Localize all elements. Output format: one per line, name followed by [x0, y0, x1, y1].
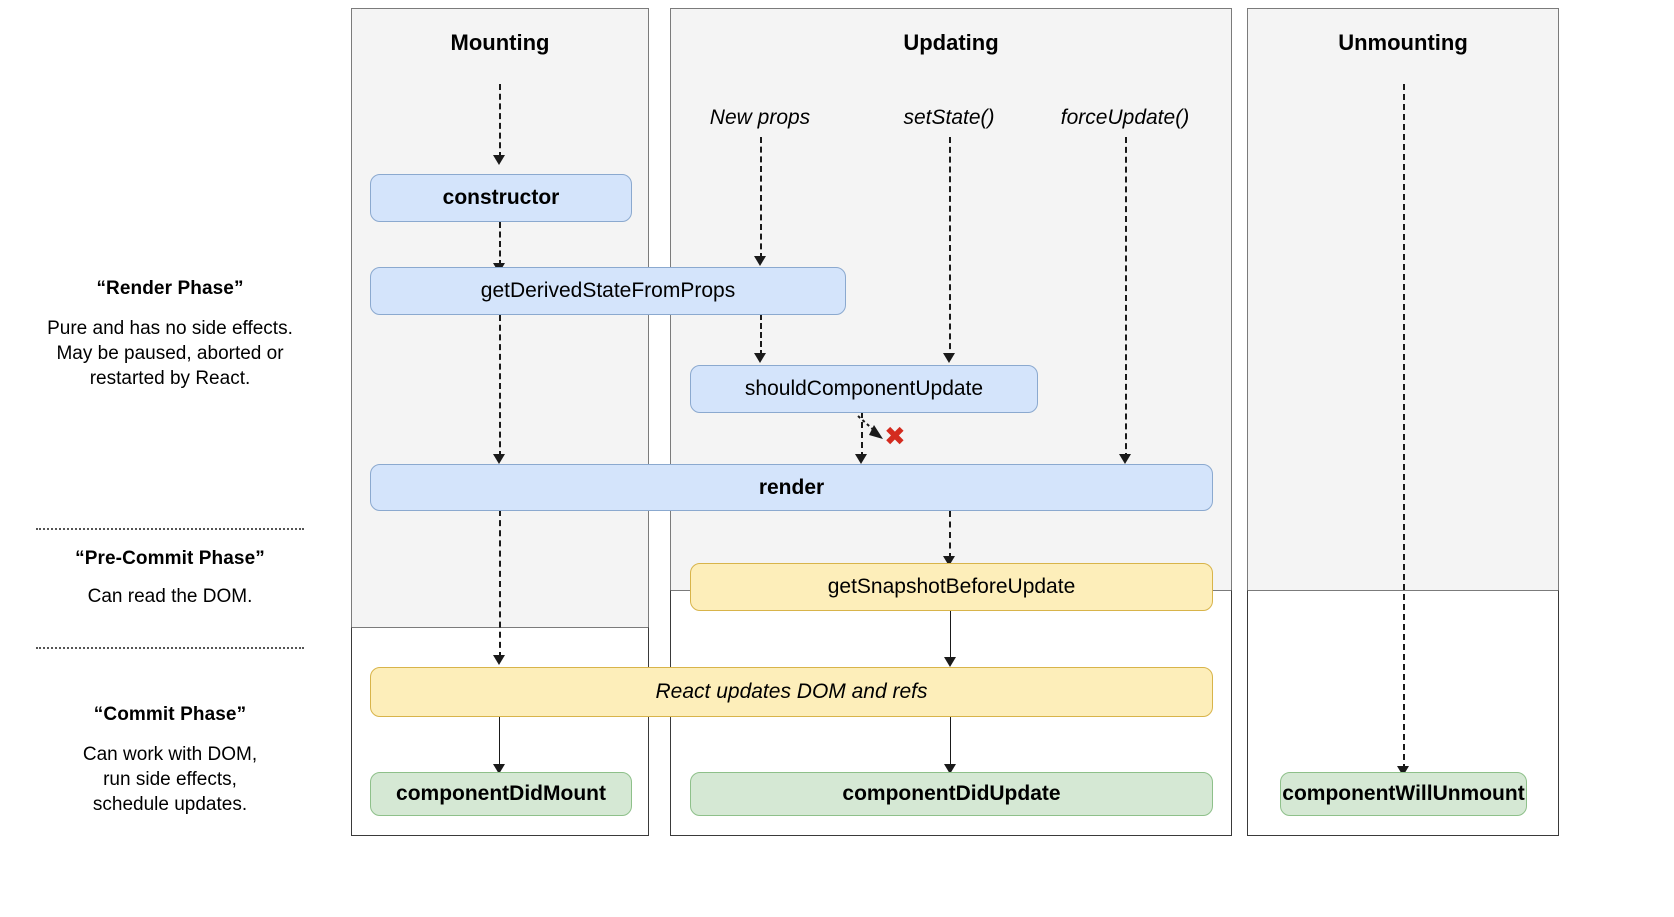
phase-description-line: May be paused, aborted or — [56, 343, 284, 364]
connector-render-to-dom-mounting — [499, 510, 501, 658]
phase-title-pre-commit: “Pre-Commit Phase” — [75, 548, 265, 569]
connector-gdsfp-to-render — [499, 315, 501, 457]
connector-scu-skip-branch — [857, 415, 883, 439]
lifecycle-box-get-derived-state-from-props[interactable]: getDerivedStateFromProps — [370, 267, 846, 315]
arrowhead-snapshot-to-dom — [944, 657, 956, 667]
trigger-force-update: forceUpdate() — [1060, 106, 1190, 129]
phase-description-line: Can read the DOM. — [87, 586, 253, 607]
phase-divider-upper — [36, 528, 304, 530]
connector-dom-to-did-mount — [499, 717, 500, 767]
phase-description-line: Pure and has no side effects. — [47, 318, 293, 339]
arrowhead-force-update — [1119, 454, 1131, 464]
phase-description-line: schedule updates. — [92, 794, 248, 815]
connector-new-props — [760, 137, 762, 259]
arrowhead-set-state — [943, 353, 955, 363]
connector-snapshot-to-dom — [950, 611, 951, 661]
column-title-mounting: Mounting — [450, 30, 550, 55]
trigger-new-props: New props — [709, 106, 811, 129]
lifecycle-box-component-did-mount[interactable]: componentDidMount — [370, 772, 632, 816]
connector-mounting-entry — [499, 84, 501, 158]
phase-title-commit: “Commit Phase” — [93, 704, 247, 725]
arrowhead-mounting-entry — [493, 155, 505, 165]
phase-description-line: restarted by React. — [89, 368, 251, 389]
phase-description-line: Can work with DOM, — [82, 744, 258, 765]
arrowhead-unmounting-entry — [1397, 766, 1409, 776]
phase-description-pre-commit: Can read the DOM. — [0, 584, 340, 609]
phase-legend-pre-commit: “Pre-Commit Phase” Can read the DOM. — [0, 548, 340, 609]
connector-force-update — [1125, 137, 1127, 459]
arrowhead-new-props — [754, 256, 766, 266]
arrowhead-gdsfp-to-render — [493, 454, 505, 464]
connector-constructor-to-gdsfp — [499, 222, 501, 266]
connector-dom-to-did-update — [950, 717, 951, 767]
phase-description-commit: Can work with DOM, run side effects, sch… — [0, 742, 340, 817]
phase-description-render: Pure and has no side effects. May be pau… — [0, 316, 340, 391]
lifecycle-box-render[interactable]: render — [370, 464, 1213, 511]
skip-render-x-icon: ✖ — [884, 421, 906, 451]
lifecycle-box-should-component-update[interactable]: shouldComponentUpdate — [690, 365, 1038, 413]
lifecycle-box-get-snapshot-before-update[interactable]: getSnapshotBeforeUpdate — [690, 563, 1213, 611]
arrowhead-render-to-snapshot — [943, 556, 955, 566]
arrowhead-dom-to-did-mount — [493, 764, 505, 774]
connector-render-to-snapshot — [949, 511, 951, 559]
lifecycle-box-component-will-unmount[interactable]: componentWillUnmount — [1280, 772, 1527, 816]
column-title-unmounting: Unmounting — [1338, 30, 1468, 55]
connector-unmounting-entry — [1403, 84, 1405, 770]
phase-legend-commit: “Commit Phase” Can work with DOM, run si… — [0, 704, 340, 817]
phase-description-line: run side effects, — [103, 769, 237, 790]
trigger-set-state: setState() — [903, 106, 995, 129]
connector-gdsfp-to-scu — [760, 314, 762, 356]
lifecycle-box-component-did-update[interactable]: componentDidUpdate — [690, 772, 1213, 816]
arrowhead-scu-to-render — [855, 454, 867, 464]
lifecycle-box-constructor[interactable]: constructor — [370, 174, 632, 222]
column-title-updating: Updating — [903, 30, 999, 55]
arrowhead-dom-to-did-update — [944, 764, 956, 774]
phase-title-render: “Render Phase” — [96, 278, 244, 299]
arrowhead-render-to-dom-mounting — [493, 655, 505, 665]
phase-divider-lower — [36, 647, 304, 649]
phase-legend-render: “Render Phase” Pure and has no side effe… — [0, 278, 340, 391]
lifecycle-box-react-updates-dom-and-refs[interactable]: React updates DOM and refs — [370, 667, 1213, 717]
connector-scu-to-render — [861, 412, 863, 458]
arrowhead-gdsfp-to-scu — [754, 353, 766, 363]
connector-set-state — [949, 137, 951, 359]
